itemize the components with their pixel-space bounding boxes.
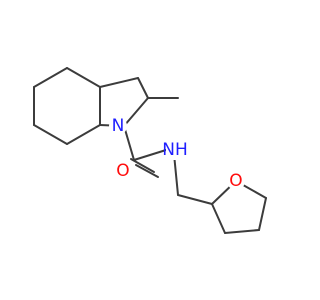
- bond-c3-c2: [137, 77, 149, 99]
- atom-carbonyl-oxygen: O: [114, 161, 132, 181]
- bond-carbonyl-c-nh: [133, 149, 167, 161]
- atom-ring-oxygen: O: [227, 171, 245, 191]
- bond-nh-ch2: [173, 153, 179, 196]
- bond-thf-c4-c3: [224, 229, 260, 234]
- atom-ring-oxygen-label: O: [229, 171, 242, 191]
- atom-amide-nh-label: NH: [162, 140, 188, 160]
- bond-thf-c3-c2: [211, 203, 226, 234]
- bond-ch2-thf-c2: [177, 194, 213, 205]
- bond-carbonyl-double-a: [130, 158, 155, 173]
- bond-carbonyl-double-b: [135, 164, 159, 178]
- atom-n1: N: [109, 116, 127, 136]
- bond-c3a-c3: [99, 77, 139, 88]
- bond-c3a-c4: [66, 67, 101, 88]
- bond-n1-carbonyl-c: [123, 125, 135, 161]
- atom-carbonyl-oxygen-label: O: [116, 161, 129, 181]
- bond-c4-c5: [33, 67, 68, 88]
- atom-amide-nh: NH: [162, 140, 188, 160]
- bond-c7-c7a: [66, 124, 101, 145]
- bond-c2-n1: [123, 97, 149, 127]
- atom-n1-label: N: [112, 116, 125, 136]
- bond-thf-c5-c4: [258, 197, 267, 231]
- chemical-structure-diagram: N O NH O: [33, 67, 267, 234]
- bond-c6-c7: [33, 124, 68, 145]
